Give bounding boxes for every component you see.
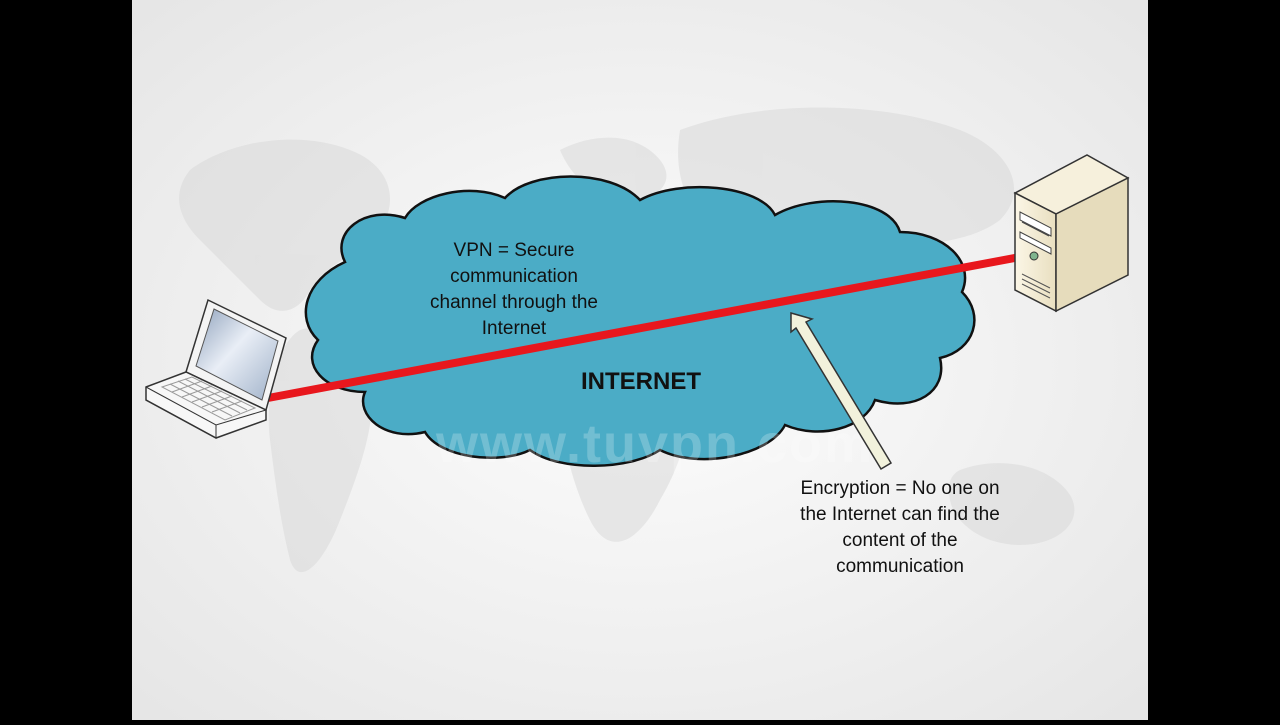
vpn-tunnel-line [264,253,1024,402]
internet-label: INTERNET [581,368,701,395]
vpn-caption-line-1: VPN = Secure [454,240,575,261]
arrow-shape [790,312,893,471]
vpn-caption-line-2: communication [450,266,578,287]
encryption-caption-line-2: the Internet can find the [800,504,1000,525]
encryption-caption: Encryption = No one on the Internet can … [800,478,1000,577]
letterbox-right [1148,0,1280,720]
vpn-caption: VPN = Secure communication channel throu… [430,240,598,339]
cloud-shape [304,175,976,467]
encryption-pointer-arrow [790,312,893,471]
encryption-caption-line-4: communication [836,556,964,577]
letterbox-left [0,0,132,720]
encryption-caption-line-1: Encryption = No one on [800,478,999,499]
laptop-icon [145,298,287,439]
watermark: www.tuvpn.com [435,414,874,474]
internet-cloud [304,175,976,467]
vpn-caption-line-4: Internet [482,318,547,339]
vpn-caption-line-3: channel through the [430,292,598,313]
encryption-caption-line-3: content of the [842,530,957,551]
server-icon [1013,154,1130,313]
